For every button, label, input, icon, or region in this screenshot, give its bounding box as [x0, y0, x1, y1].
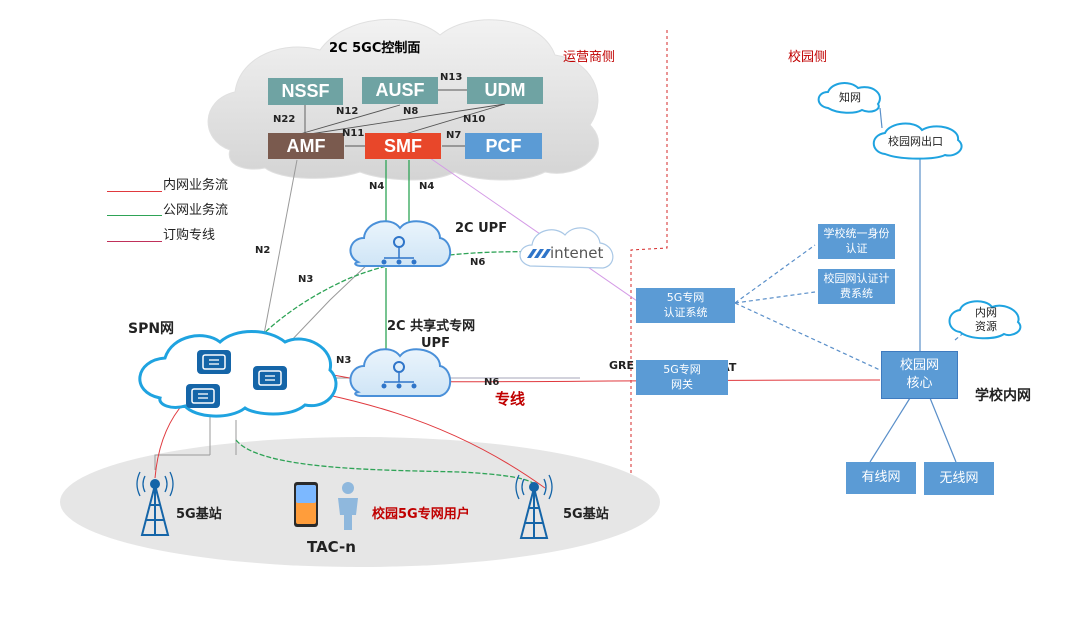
nf-smf: SMF	[365, 133, 441, 159]
campus-user-label: 校园5G专网用户	[372, 507, 470, 522]
user-icon	[338, 482, 358, 530]
base-station-right-tower	[515, 474, 553, 539]
spn-routers	[186, 350, 287, 408]
spn-cloud	[138, 330, 338, 418]
link-gre: GRE	[609, 359, 635, 372]
core-title: 2C 5GC控制面	[329, 41, 421, 56]
core-links	[299, 89, 506, 147]
link-n4-left: N4	[369, 181, 385, 192]
link-n3-top: N3	[298, 274, 314, 285]
zhiwang-label: 知网	[839, 91, 861, 104]
nf-pcf: PCF	[465, 133, 542, 159]
school-intranet-label: 学校内网	[975, 388, 1031, 404]
link-n6-bottom: N6	[484, 377, 500, 388]
campus-core-box: 校园网 核心	[881, 351, 958, 399]
if-n7: N7	[446, 130, 462, 141]
if-n22: N22	[273, 114, 296, 125]
campus-exit-cloud	[872, 122, 963, 160]
campus-links	[869, 107, 957, 463]
dedicated-line-label: 专线	[495, 390, 526, 408]
upf-shared-label-line1: 2C 共享式专网	[387, 319, 476, 334]
spn-label: SPN网	[128, 321, 175, 337]
link-n2: N2	[255, 245, 271, 256]
unified-auth-line2: 认证	[845, 241, 868, 255]
smf-auth-link	[429, 157, 641, 304]
unified-auth-line1: 学校统一身份	[823, 226, 890, 240]
boundary-line	[630, 30, 668, 475]
if-n10: N10	[463, 114, 486, 125]
campus-exit-label: 校园网出口	[888, 135, 943, 148]
legend-dedicated-swatch	[107, 241, 162, 242]
auth-system-line2: 认证系统	[663, 305, 708, 319]
zhiwang-cloud	[817, 82, 881, 114]
intranet-resource-cloud	[948, 300, 1022, 340]
wired-network-box: 有线网	[846, 462, 916, 494]
auth-dashed-links	[734, 244, 973, 371]
wired-label: 有线网	[861, 470, 901, 486]
upf-2c-cloud	[349, 220, 452, 267]
intranet-res-line1: 内网	[975, 305, 997, 319]
billing-line1: 校园网认证计	[823, 271, 890, 285]
base-station-right-label: 5G基站	[563, 507, 609, 522]
nf-udm: UDM	[467, 77, 543, 104]
campus-core-line2: 核心	[906, 376, 933, 391]
radio-access-area	[60, 437, 660, 567]
legend-internal-label: 内网业务流	[163, 178, 229, 193]
nf-nssf: NSSF	[268, 78, 343, 105]
upf-shared-label-line2: UPF	[421, 336, 450, 351]
unified-auth-box: 学校统一身份 认证	[818, 224, 895, 259]
auth-system-line1: 5G专网	[666, 290, 705, 304]
zone-campus-label: 校园侧	[788, 50, 828, 65]
intranet-res-line2: 资源	[975, 320, 997, 333]
if-n13: N13	[440, 72, 463, 83]
upf-shared-cloud	[349, 348, 452, 397]
nf-amf: AMF	[268, 133, 344, 159]
gateway-box: 5G专网 网关	[636, 360, 728, 395]
if-n11: N11	[342, 128, 365, 139]
if-n8: N8	[403, 106, 419, 117]
if-n12: N12	[336, 106, 359, 117]
upf-2c-label: 2C UPF	[455, 221, 508, 236]
campus-core-line1: 校园网	[899, 358, 939, 374]
auth-system-box: 5G专网 认证系统	[636, 288, 735, 323]
billing-line2: 费系统	[840, 286, 873, 300]
link-n3-bottom: N3	[336, 355, 352, 366]
base-station-left-label: 5G基站	[176, 507, 222, 522]
wireless-network-box: 无线网	[924, 462, 994, 495]
base-station-left-tower	[136, 471, 174, 536]
tac-label: TAC-n	[307, 538, 356, 556]
phone-icon	[294, 482, 318, 527]
gateway-line1: 5G专网	[663, 362, 701, 376]
intranet-resource-label: 内网 资源	[964, 305, 1008, 335]
internet-logo	[527, 249, 551, 258]
billing-system-box: 校园网认证计 费系统	[818, 269, 895, 304]
gateway-line2: 网关	[671, 377, 693, 391]
public-flow-lines	[212, 160, 546, 486]
legend-dedicated-label: 订购专线	[163, 228, 216, 243]
link-n6-top: N6	[470, 257, 486, 268]
internet-label: intenet	[550, 244, 604, 262]
link-n4-right: N4	[419, 181, 435, 192]
legend-public-swatch	[107, 215, 162, 216]
wireless-label: 无线网	[939, 470, 979, 486]
legend-public-label: 公网业务流	[163, 203, 229, 218]
legend-internal-swatch	[107, 191, 162, 192]
zone-operator-label: 运营商侧	[563, 50, 616, 65]
nf-ausf: AUSF	[362, 77, 438, 104]
